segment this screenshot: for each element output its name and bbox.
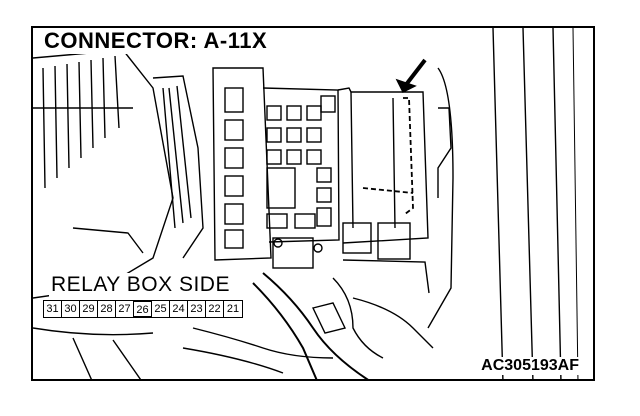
pin-29: 29 bbox=[80, 301, 98, 317]
relay-box-drawing bbox=[33, 28, 579, 379]
figure-code: AC305193AF bbox=[479, 357, 581, 375]
pin-23: 23 bbox=[188, 301, 206, 317]
left-housing bbox=[33, 49, 204, 299]
relay-box-side-label: RELAY BOX SIDE bbox=[49, 273, 232, 297]
fuse-block bbox=[212, 67, 340, 261]
pin-30: 30 bbox=[62, 301, 80, 317]
pin-25: 25 bbox=[152, 301, 170, 317]
pin-28: 28 bbox=[98, 301, 116, 317]
wire-harness bbox=[33, 237, 434, 379]
pin-24: 24 bbox=[170, 301, 188, 317]
pin-31: 31 bbox=[44, 301, 62, 317]
connector-title: CONNECTOR: A-11X bbox=[41, 28, 271, 54]
pin-22: 22 bbox=[206, 301, 224, 317]
pin-21: 21 bbox=[226, 303, 240, 315]
pin-26: 26 bbox=[134, 301, 152, 317]
relay-housing bbox=[337, 87, 430, 294]
arrow-icon bbox=[395, 58, 427, 93]
pin-27: 27 bbox=[116, 301, 134, 317]
right-panel bbox=[427, 28, 579, 379]
